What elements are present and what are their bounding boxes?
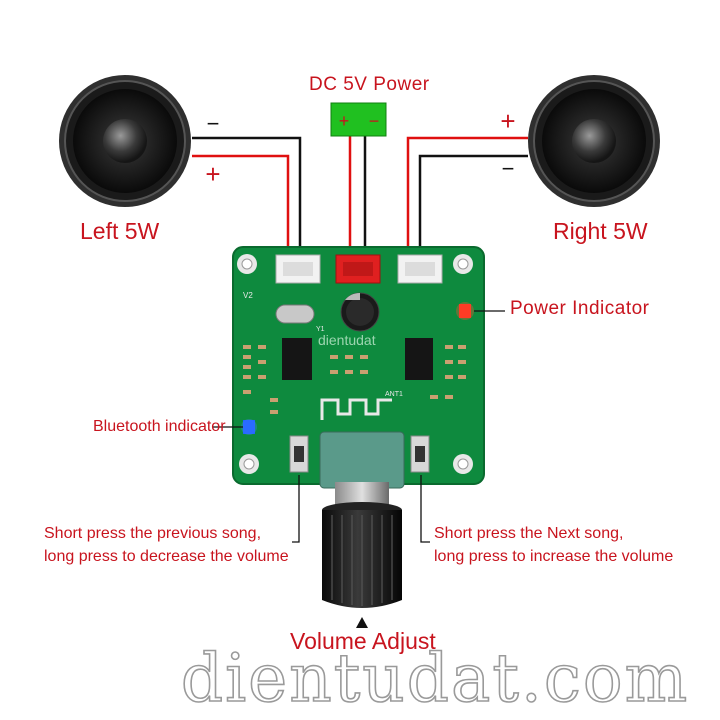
bluetooth-indicator-led — [241, 419, 257, 435]
board-brand-text: dientudat — [318, 332, 376, 348]
watermark: dientudat.com — [180, 639, 690, 718]
crystal-label: Y1 — [316, 326, 325, 333]
antenna-label: ANT1 — [385, 391, 403, 398]
power-minus-sign: − — [369, 111, 380, 131]
next-button-label-line2: long press to increase the volume — [434, 548, 674, 565]
volume-adjust-label: Volume Adjust — [290, 628, 436, 654]
previous-button-label-line2: long press to decrease the volume — [44, 548, 289, 565]
right-plus-sign: + — [500, 106, 515, 136]
left-speaker — [59, 75, 191, 207]
next-button[interactable] — [410, 435, 430, 473]
previous-button-label-line1: Short press the previous song, — [44, 525, 262, 542]
power-plus-sign: + — [339, 111, 350, 131]
power-wires — [348, 136, 367, 256]
antenna: ANT1 — [320, 391, 403, 420]
leader-lines — [213, 310, 505, 543]
volume-potentiometer[interactable] — [319, 431, 405, 608]
mounting-holes — [237, 254, 473, 474]
left-plus-sign: + — [205, 159, 220, 189]
left-output-connector — [275, 254, 321, 284]
ic-chip-right — [405, 338, 433, 380]
power-indicator-led — [456, 302, 474, 320]
right-speaker — [528, 75, 660, 207]
right-minus-sign: − — [502, 156, 515, 181]
smd-components — [243, 345, 466, 414]
right-output-connector — [397, 254, 443, 284]
pcb-board: V2 Y1 — [232, 246, 485, 485]
electrolytic-capacitor — [340, 292, 380, 332]
left-speaker-wires — [192, 136, 302, 256]
next-button-label-line1: Short press the Next song, — [434, 525, 624, 542]
power-input-connector — [335, 254, 381, 284]
power-module: + − — [330, 102, 387, 137]
volume-arrow-icon — [356, 617, 368, 628]
crystal-oscillator: Y1 — [275, 304, 325, 333]
bluetooth-indicator-label: Bluetooth indicator — [93, 418, 226, 435]
right-speaker-wires — [406, 136, 528, 256]
power-indicator-label: Power Indicator — [510, 298, 650, 319]
right-speaker-label: Right 5W — [553, 218, 648, 244]
ic-chip-left — [282, 338, 312, 380]
previous-button[interactable] — [289, 435, 309, 473]
left-speaker-label: Left 5W — [80, 218, 160, 244]
power-supply-label: DC 5V Power — [309, 74, 430, 95]
board-version: V2 — [243, 291, 253, 300]
left-minus-sign: − — [207, 111, 220, 136]
